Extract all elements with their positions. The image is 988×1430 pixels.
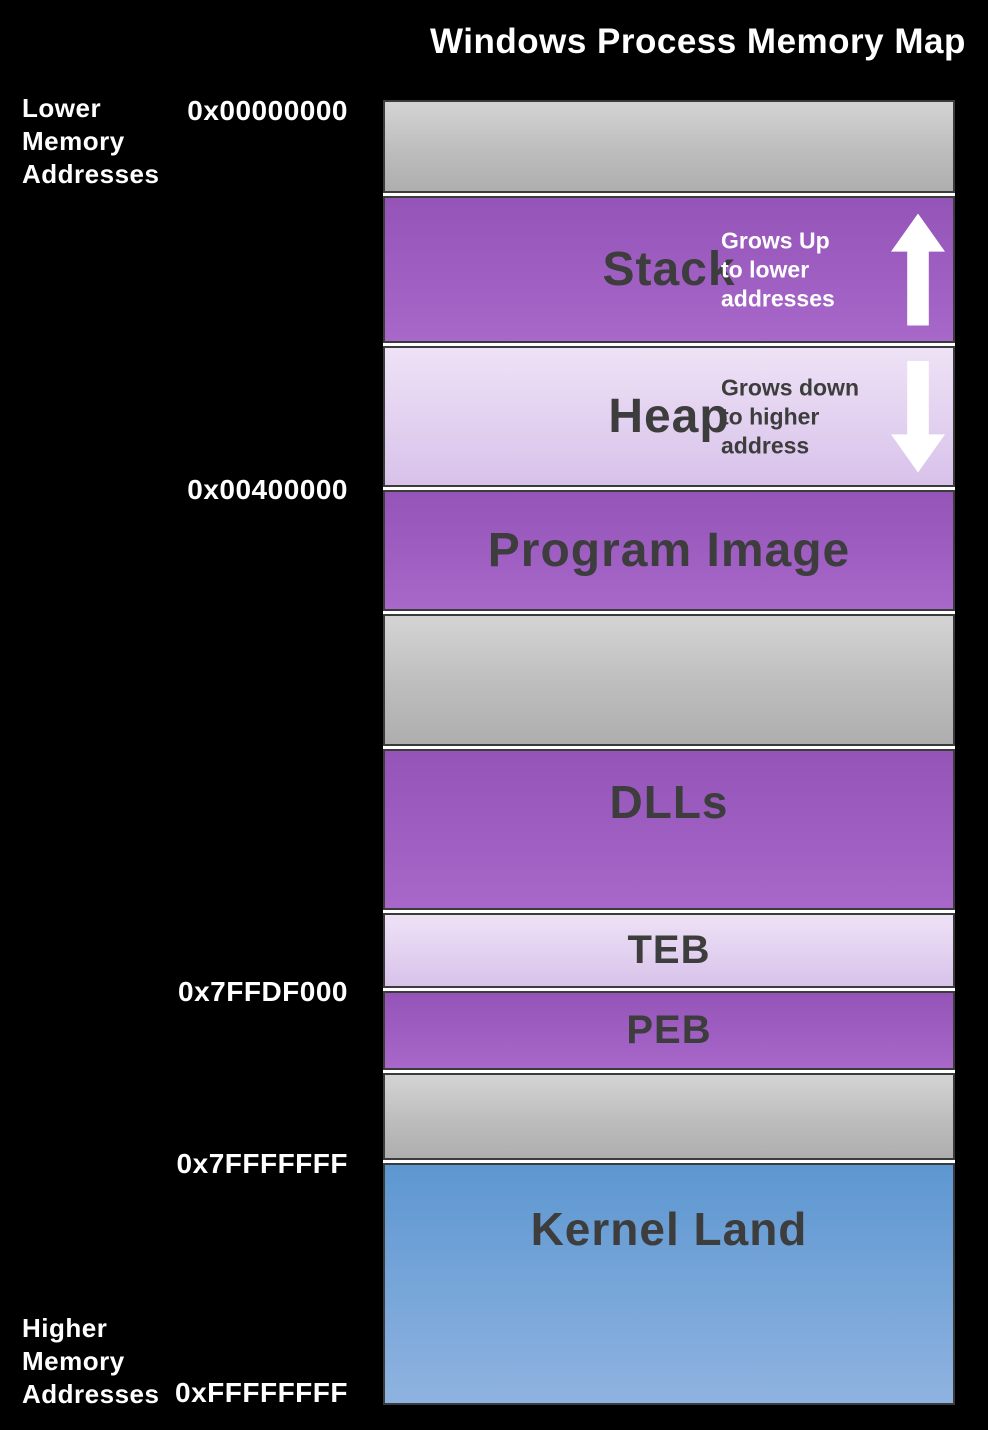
page-title: Windows Process Memory Map: [430, 22, 966, 61]
memory-block-kernel-land: Kernel Land: [383, 1163, 955, 1405]
address-label-top: 0x00000000: [187, 95, 348, 126]
higher-memory-addresses-label: Higher Memory Addresses: [22, 1312, 182, 1411]
higher-label-line: Addresses: [22, 1379, 160, 1409]
memory-block-peb: PEB: [383, 991, 955, 1070]
address-label-peb: 0x7FFDF000: [178, 976, 348, 1007]
address-label-bottom: 0xFFFFFFFF: [175, 1377, 348, 1408]
lower-label-line: Addresses: [22, 159, 160, 189]
higher-label-line: Memory: [22, 1346, 125, 1376]
memory-block-dlls: DLLs: [383, 749, 955, 910]
block-label-dlls: DLLs: [609, 776, 729, 828]
memory-block-reserved-3: [383, 1073, 955, 1160]
block-label-program-image: Program Image: [487, 524, 851, 577]
block-label-peb: PEB: [626, 1008, 712, 1052]
block-label-heap: Heap: [608, 390, 730, 443]
block-label-teb: TEB: [627, 928, 711, 972]
memory-block-reserved-2: [383, 614, 955, 746]
memory-block-reserved-1: [383, 100, 955, 193]
down-arrow-icon: [891, 360, 945, 473]
lower-label-line: Lower: [22, 93, 102, 123]
address-label-kernel-boundary: 0x7FFFFFFF: [176, 1148, 348, 1179]
heap-growth-annotation: Grows down to higher address: [721, 374, 859, 458]
address-label-program-image: 0x00400000: [187, 474, 348, 505]
higher-label-line: Higher: [22, 1313, 108, 1343]
block-label-kernel-land: Kernel Land: [530, 1203, 808, 1255]
stack-growth-annotation: Grows Up to lower addresses: [721, 227, 835, 311]
memory-block-heap: Heap Grows down to higher address: [383, 346, 955, 487]
lower-memory-addresses-label: Lower Memory Addresses: [22, 92, 182, 191]
up-arrow-icon: [891, 213, 945, 326]
memory-block-teb: TEB: [383, 913, 955, 988]
memory-block-program-image: Program Image: [383, 490, 955, 611]
block-label-stack: Stack: [602, 243, 736, 296]
memory-block-stack: Stack Grows Up to lower addresses: [383, 196, 955, 343]
memory-map: Stack Grows Up to lower addresses Heap G…: [383, 100, 955, 1405]
lower-label-line: Memory: [22, 126, 125, 156]
